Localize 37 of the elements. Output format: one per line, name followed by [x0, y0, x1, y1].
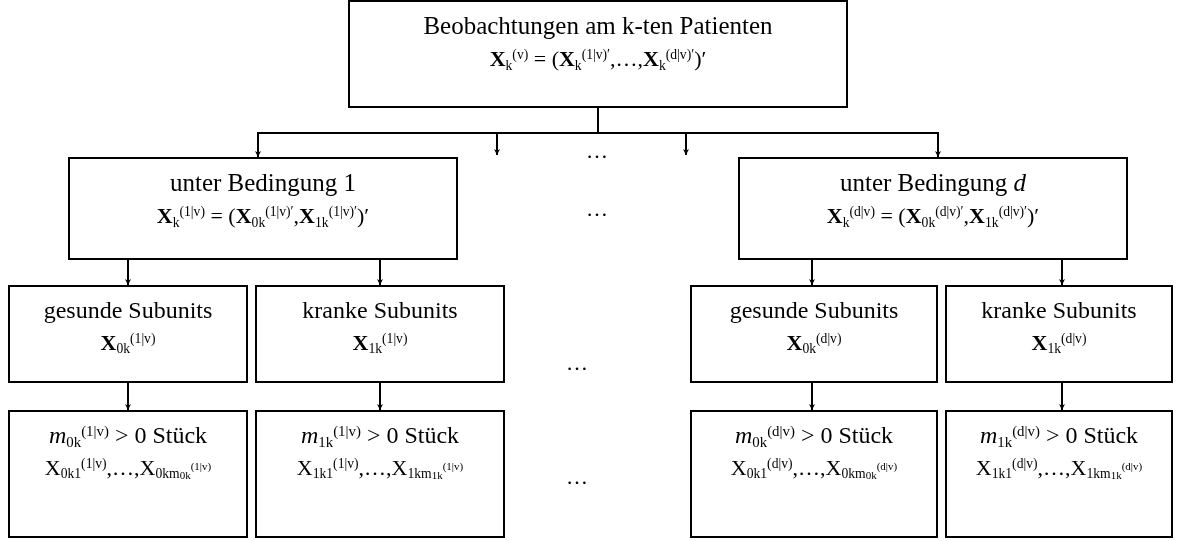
- formula: X$_{k}$$^{(1|v)}$ = (X$_{0k}$$^{(1|v)′}$,X$_{1k}$$^{(1|v)′}$)′: [156, 202, 370, 230]
- box-heading: m$_{1k}$$^{(1|v)}$ > 0 Stück: [300, 421, 460, 450]
- process-box: [255, 410, 505, 538]
- box-heading: gesunde Subunits: [43, 296, 213, 325]
- box-heading: m$_{0k}$$^{(1|v)}$ > 0 Stück: [48, 421, 208, 450]
- arrow: [809, 382, 815, 411]
- process-box: [8, 410, 248, 538]
- ellipsis: …: [586, 198, 608, 220]
- arrow: [125, 259, 131, 286]
- ellipsis: …: [586, 140, 608, 162]
- process-box: [690, 285, 938, 383]
- ellipsis: …: [566, 352, 588, 374]
- arrow: [1059, 259, 1065, 286]
- box-heading: Beobachtungen am k-ten Patienten: [423, 11, 773, 41]
- arrow: [377, 259, 383, 286]
- process-box: [690, 410, 938, 538]
- ellipsis: …: [566, 466, 588, 488]
- process-box: [945, 410, 1173, 538]
- box-heading: gesunde Subunits: [729, 296, 899, 325]
- process-box: [348, 0, 848, 108]
- box-heading: unter Bedingung d: [839, 168, 1027, 198]
- process-box: [738, 157, 1128, 260]
- process-box: [68, 157, 458, 260]
- process-box: [945, 285, 1173, 383]
- arrow: [809, 259, 815, 286]
- process-box: [8, 285, 248, 383]
- arrow: [377, 382, 383, 411]
- box-heading: kranke Subunits: [981, 296, 1137, 325]
- box-heading: m$_{0k}$$^{(d|v)}$ > 0 Stück: [734, 421, 894, 450]
- box-heading: m$_{1k}$$^{(d|v)}$ > 0 Stück: [979, 421, 1139, 450]
- formula: X$_{k}$$^{(d|v)}$ = (X$_{0k}$$^{(d|v)′}$,X$_{1k}$$^{(d|v)′}$)′: [826, 202, 1040, 230]
- process-box: [255, 285, 505, 383]
- box-heading: kranke Subunits: [302, 296, 458, 325]
- formula: X$_{k}$$^{(v)}$ = (X$_{k}$$^{(1|v)′}$,…,X$_{k}$$^{(d|v)′}$)′: [489, 45, 707, 73]
- arrow: [125, 382, 131, 411]
- arrow: [1059, 382, 1065, 411]
- box-heading: unter Bedingung 1: [169, 168, 357, 198]
